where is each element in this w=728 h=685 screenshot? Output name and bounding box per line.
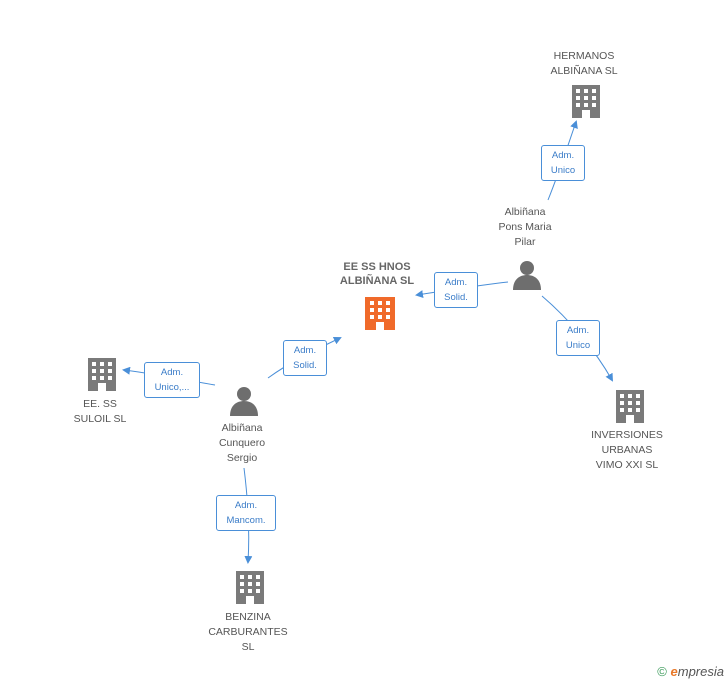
edge-label-pilar-inversiones[interactable]: Adm. Unico bbox=[556, 320, 600, 356]
brand-initial: e bbox=[670, 664, 678, 679]
suloil-label[interactable]: EE. SS SULOIL SL bbox=[73, 398, 127, 425]
pilar-person-icon[interactable] bbox=[513, 261, 541, 290]
suloil-building-icon[interactable] bbox=[88, 358, 116, 391]
empresia-logo: © empresia bbox=[657, 664, 724, 679]
hermanos-label[interactable]: HERMANOS ALBIÑANA SL bbox=[550, 50, 618, 77]
pilar-label[interactable]: Albiñana Pons Maria Pilar bbox=[498, 206, 552, 248]
edge-label-pilar-main[interactable]: Adm. Solid. bbox=[434, 272, 478, 308]
main-company-building-icon[interactable] bbox=[365, 297, 395, 330]
inversiones-label[interactable]: INVERSIONES URBANAS VIMO XXI SL bbox=[591, 429, 663, 471]
sergio-person-icon[interactable] bbox=[230, 387, 258, 416]
main-company-label[interactable]: EE SS HNOS ALBIÑANA SL bbox=[339, 261, 415, 287]
hermanos-building-icon[interactable] bbox=[572, 85, 600, 118]
copyright-icon: © bbox=[657, 664, 667, 679]
edge-label-sergio-suloil[interactable]: Adm. Unico,... bbox=[144, 362, 200, 398]
edge-label-sergio-benzina[interactable]: Adm. Mancom. bbox=[216, 495, 276, 531]
sergio-label[interactable]: Albiñana Cunquero Sergio bbox=[218, 422, 266, 464]
inversiones-building-icon[interactable] bbox=[616, 390, 644, 423]
edge-label-sergio-main[interactable]: Adm. Solid. bbox=[283, 340, 327, 376]
benzina-label[interactable]: BENZINA CARBURANTES SL bbox=[208, 611, 288, 653]
brand-name: mpresia bbox=[677, 664, 724, 679]
benzina-building-icon[interactable] bbox=[236, 571, 264, 604]
edge-label-pilar-hermanos[interactable]: Adm. Unico bbox=[541, 145, 585, 181]
